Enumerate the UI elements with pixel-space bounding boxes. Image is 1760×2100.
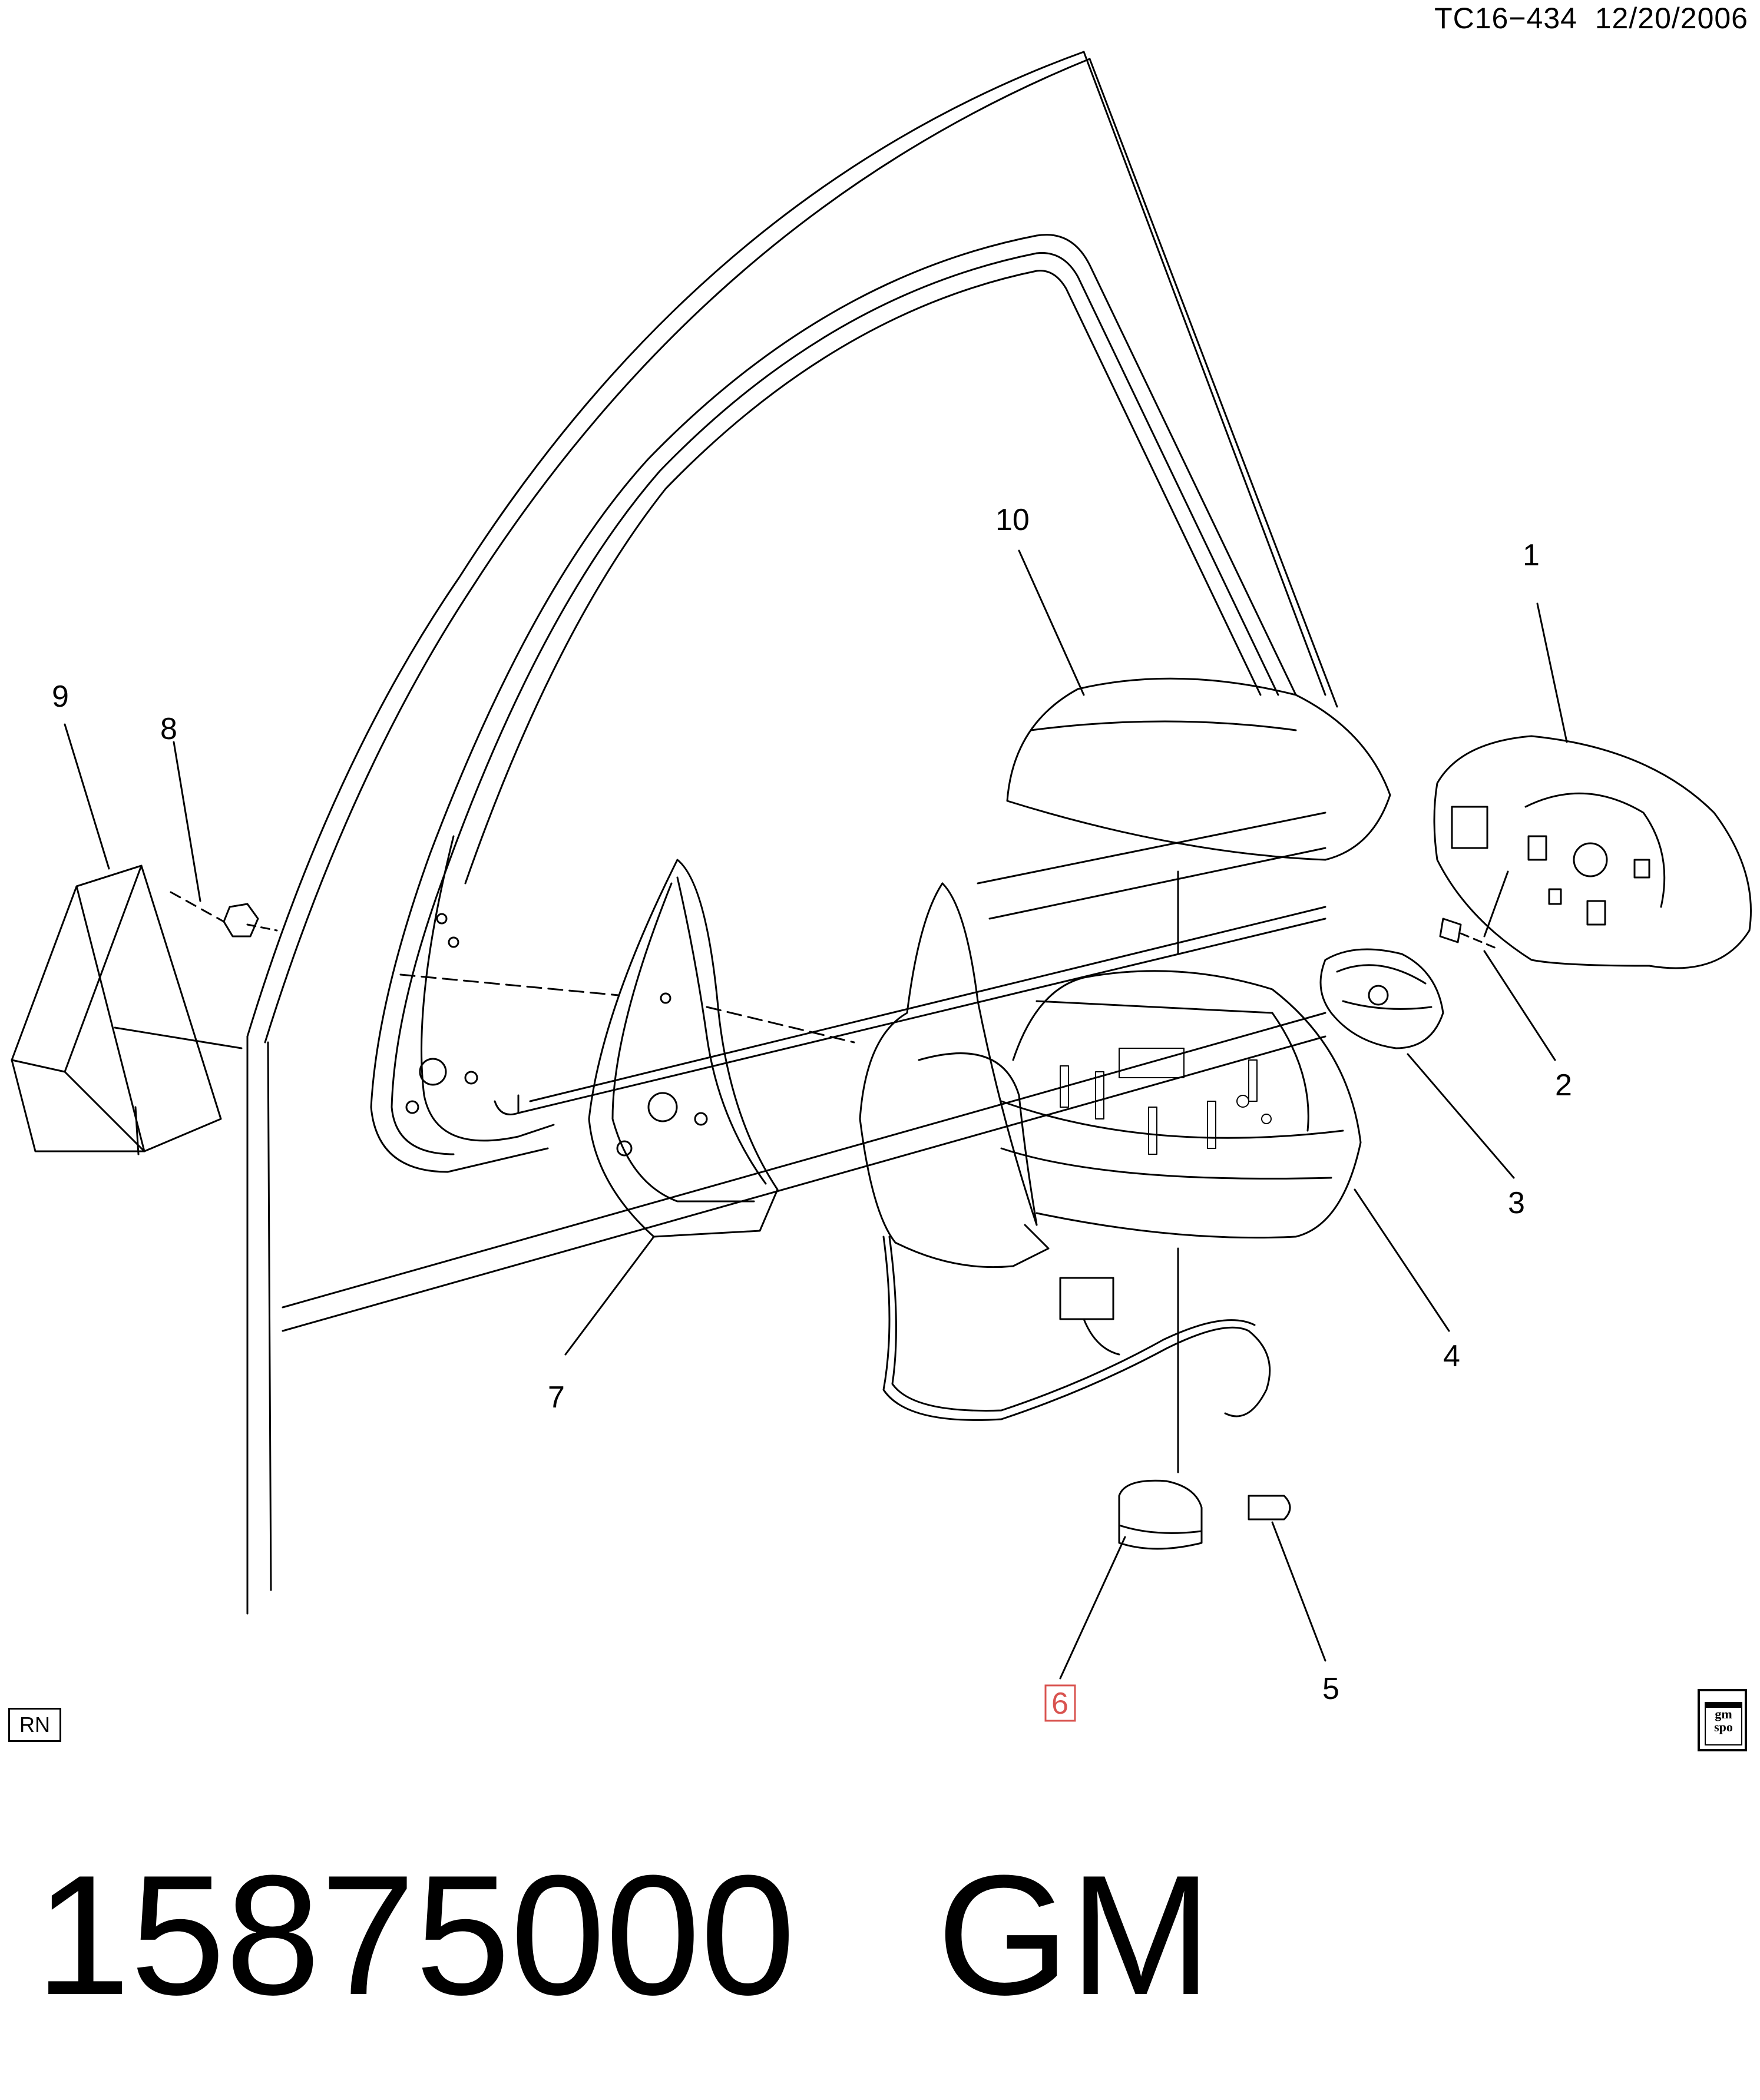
gmspo-logo: gm spo <box>1698 1689 1747 1751</box>
callout-10: 10 <box>995 503 1030 537</box>
part-3-actuator <box>1319 948 1444 1049</box>
callout-9: 9 <box>52 680 69 714</box>
footer-part-number: 15875000 GM <box>35 1837 1212 2033</box>
callout-8: 8 <box>160 712 177 746</box>
diagram-date: 12/20/2006 <box>1594 2 1748 35</box>
part-10-mirror-cap <box>1006 677 1391 861</box>
callout-3: 3 <box>1508 1186 1525 1220</box>
exploded-parts-diagram: 1 2 3 4 5 6 7 8 9 10 <box>11 51 1752 1722</box>
gmspo-line2: spo <box>1714 1720 1733 1734</box>
diagram-header: TC16−434 12/20/2006 <box>1434 1 1748 35</box>
leader-lines <box>64 549 1568 1680</box>
callout-6-highlight-box <box>1044 1684 1076 1722</box>
door-frame <box>246 51 1338 1615</box>
part-number: 15875000 <box>35 1840 796 2031</box>
rn-label: RN <box>19 1713 50 1737</box>
part-6-lamp-housing <box>1118 1479 1203 1550</box>
gmspo-logo-bar <box>1706 1703 1741 1708</box>
part-2-screw <box>1439 917 1497 949</box>
part-5-bulb <box>1248 1495 1291 1521</box>
part-9-gasket <box>11 864 243 1155</box>
part-1-mirror-glass <box>1433 735 1752 969</box>
gmspo-logo-inner: gm spo <box>1705 1702 1742 1745</box>
gmspo-line1: gm <box>1715 1707 1732 1721</box>
callout-6: 6 <box>1051 1687 1068 1721</box>
rn-badge: RN <box>8 1708 61 1742</box>
diagram-code: TC16−434 <box>1434 2 1577 35</box>
callout-7: 7 <box>548 1380 565 1415</box>
housing-slots <box>1060 1048 1272 1155</box>
wiring-harness <box>882 1236 1271 1421</box>
part-4-mirror-housing <box>859 882 1362 1268</box>
callout-2: 2 <box>1555 1068 1572 1102</box>
callout-4: 4 <box>1443 1339 1460 1373</box>
brand-name: GM <box>937 1840 1212 2031</box>
part-8-nut <box>170 891 278 938</box>
callout-5: 5 <box>1322 1672 1339 1706</box>
callout-1: 1 <box>1523 538 1540 572</box>
